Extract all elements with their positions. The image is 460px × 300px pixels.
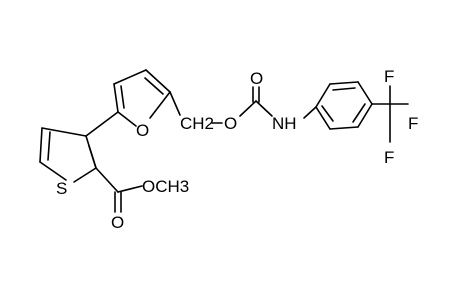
methyl-ester-group (95, 167, 143, 213)
bond (149, 91, 171, 119)
thiophene-sulfur-label: S (56, 179, 67, 198)
bond (39, 161, 67, 181)
bond (120, 85, 125, 109)
bond (303, 106, 317, 119)
biaryl-bond (85, 111, 119, 137)
carbamate-group (239, 86, 273, 117)
benzene-ring (315, 81, 373, 130)
carbamate-carbonyl-oxygen-label: O (250, 69, 263, 88)
bond (357, 81, 373, 105)
ester-carbonyl-oxygen-label: O (111, 213, 124, 232)
bond (321, 105, 334, 122)
bond (255, 100, 273, 117)
furan-oxygen-label: O (136, 121, 149, 140)
bond (329, 81, 359, 85)
bond (73, 167, 97, 183)
amine-label: NH (272, 114, 297, 133)
carbamate-ether-oxygen-label: O (224, 114, 237, 133)
bond (144, 77, 164, 95)
bond (145, 69, 171, 93)
bond (329, 126, 359, 130)
fluorine-top-label: F (384, 67, 394, 86)
bond (315, 83, 331, 108)
bond (332, 87, 356, 91)
bond (169, 91, 181, 116)
bond (39, 127, 43, 163)
fluorine-bottom-label: F (384, 148, 394, 167)
bond (117, 185, 143, 193)
trifluoromethyl-group (371, 85, 409, 143)
bond (41, 127, 87, 137)
furan-ring (113, 69, 171, 127)
thiophene-ring (39, 127, 97, 183)
bond (352, 103, 366, 123)
bond (357, 103, 373, 128)
bond (88, 145, 97, 169)
bond (315, 106, 331, 130)
ester-methoxy-label: OCH3 (142, 177, 189, 196)
bond (117, 111, 137, 127)
fluorine-right-label: F (408, 114, 418, 133)
bond (239, 100, 257, 117)
bond (95, 167, 119, 193)
bond (113, 83, 119, 113)
bond (47, 131, 51, 161)
bond (113, 69, 147, 85)
methylene-label: CH2 (180, 114, 214, 133)
